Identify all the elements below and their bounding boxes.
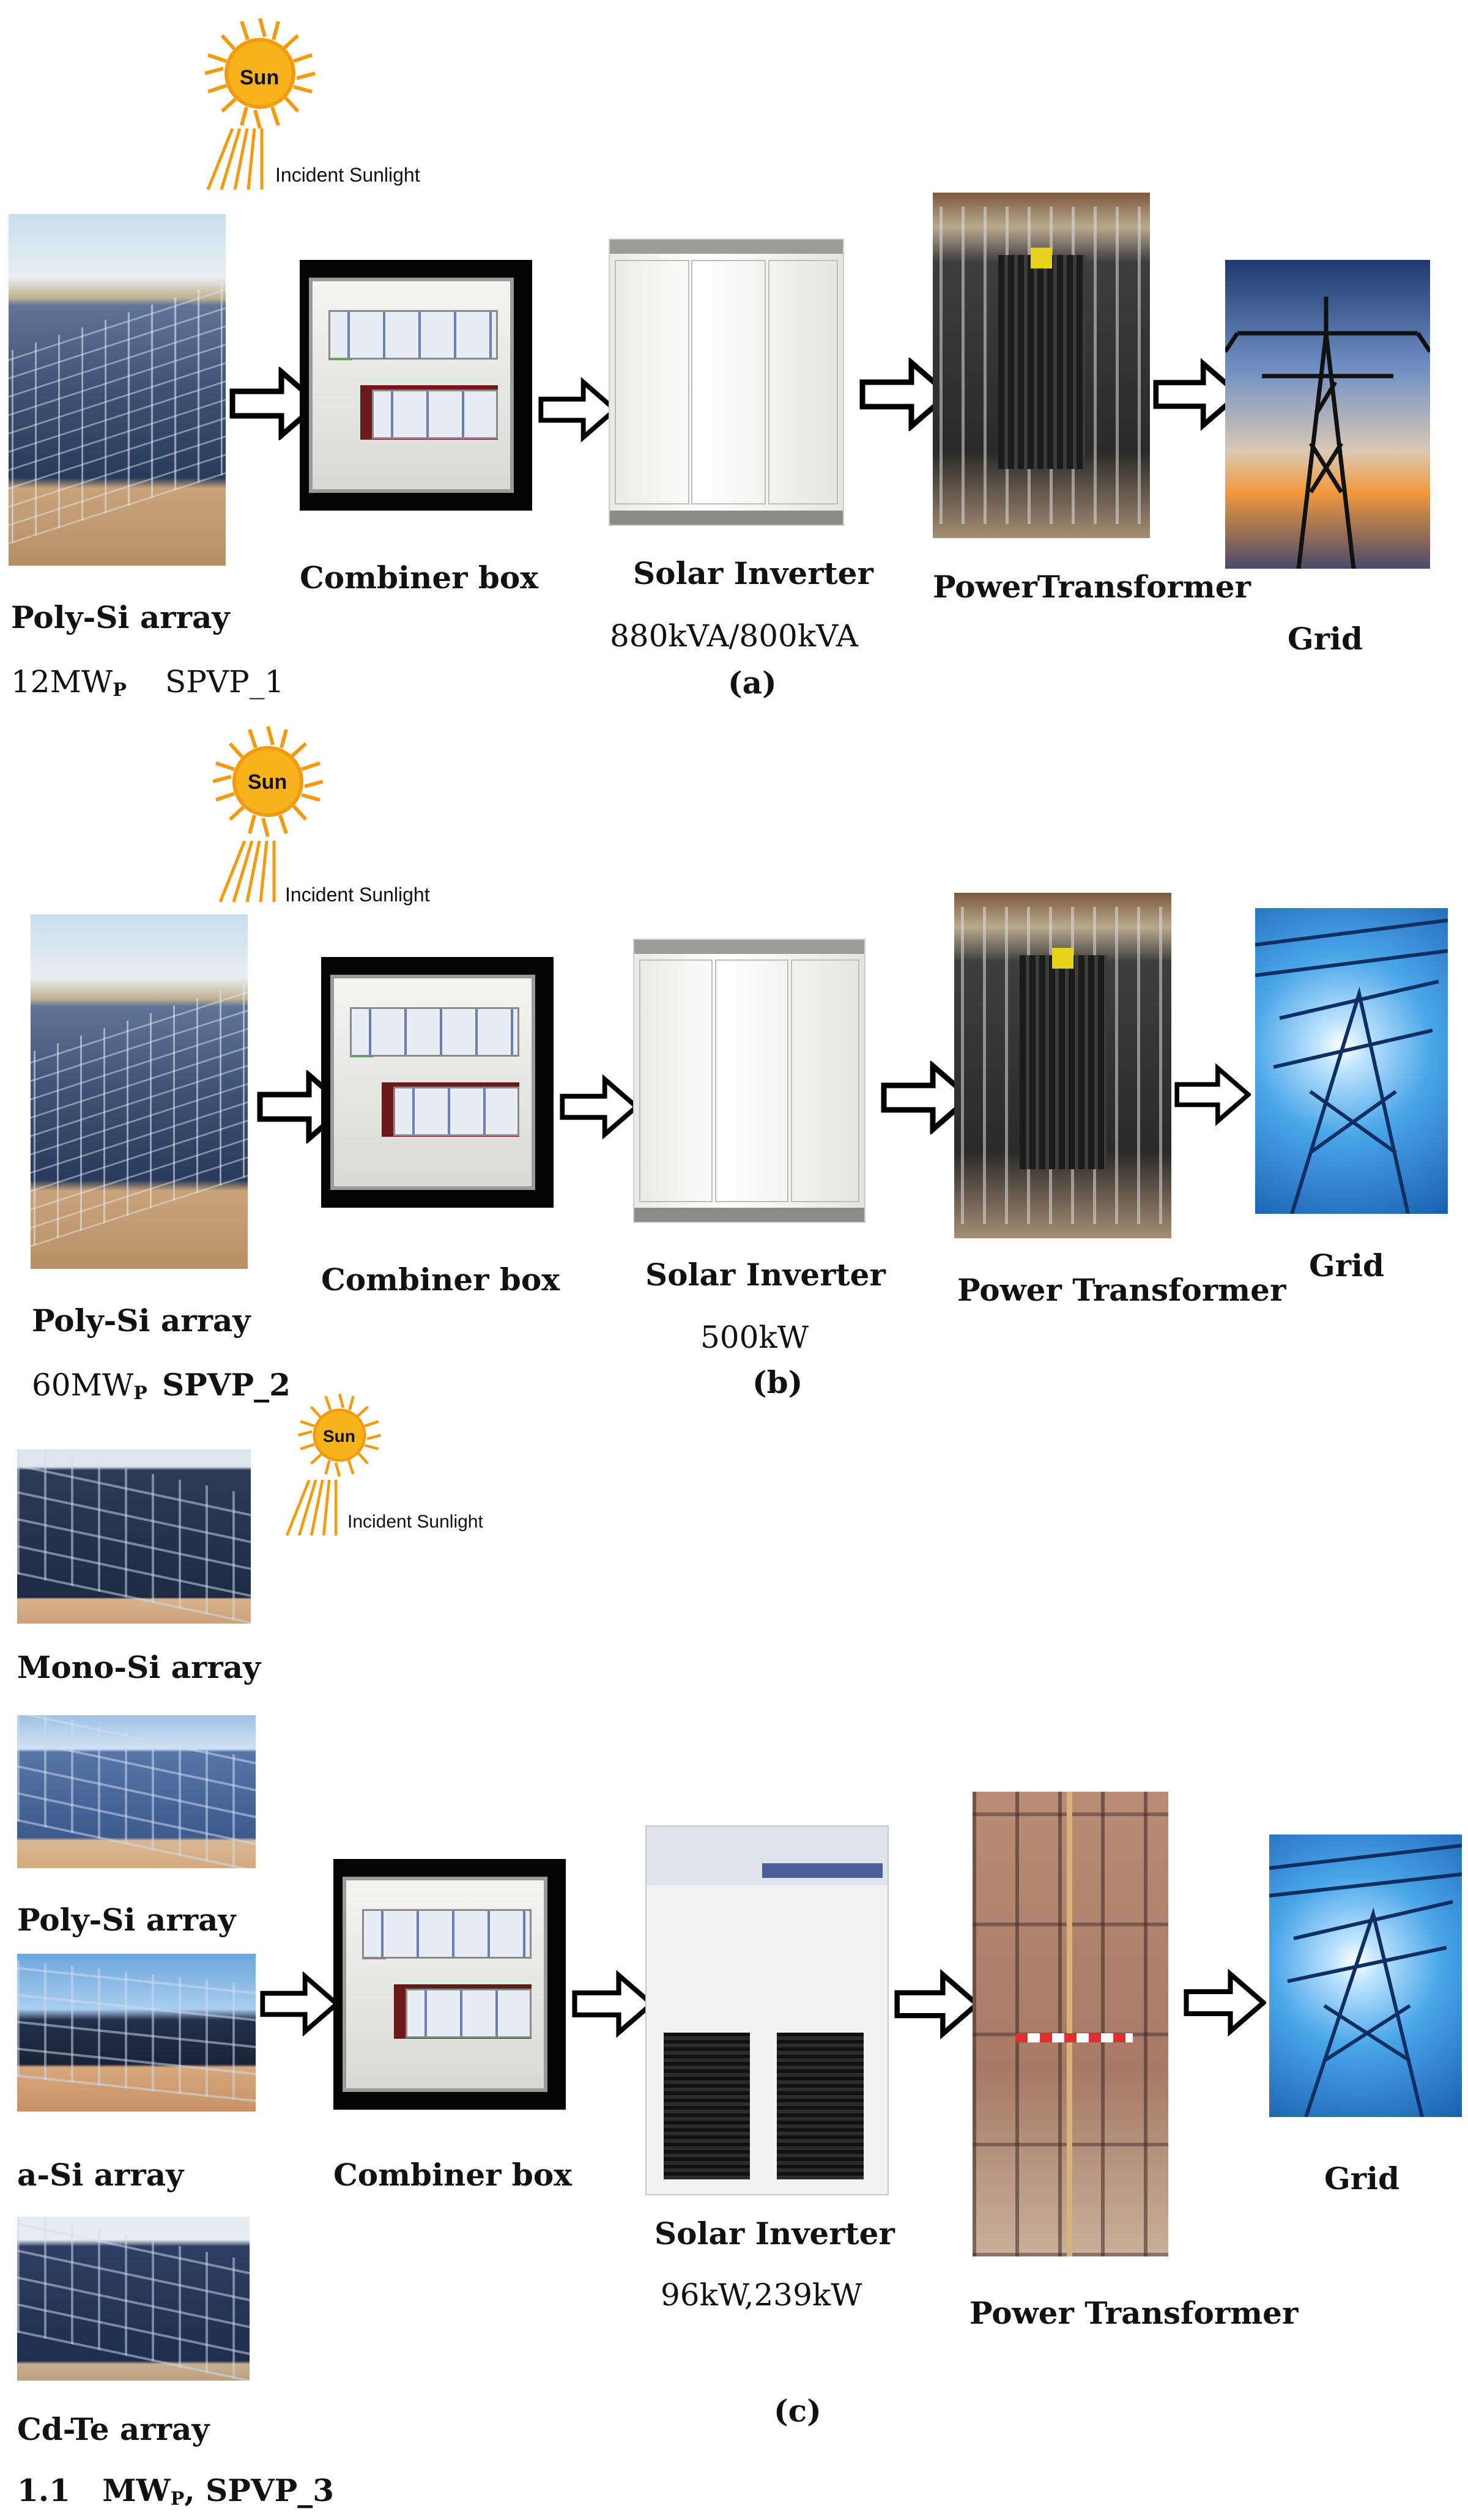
cd-te-array-photo bbox=[17, 2217, 250, 2381]
arrow-icon bbox=[260, 1970, 339, 2038]
poly-si-array-photo bbox=[31, 914, 248, 1269]
capacity-value: 12MW bbox=[11, 664, 113, 700]
array-label: Poly-Si array bbox=[17, 1902, 236, 1938]
a-si-array-photo bbox=[17, 1954, 256, 2112]
combiner-box-photo bbox=[321, 957, 554, 1208]
arrow-icon bbox=[538, 376, 618, 443]
inverter-rating: 880kVA/800kVA bbox=[610, 618, 858, 654]
sun-label: Sun bbox=[248, 770, 287, 794]
array-capacity: 60MWP bbox=[32, 1370, 147, 1403]
combiner-box-photo bbox=[300, 260, 532, 511]
grid-label: Grid bbox=[1288, 621, 1363, 657]
array-label: a-Si array bbox=[17, 2157, 184, 2193]
pylon-icon bbox=[1255, 918, 1448, 1214]
sunlight-rays-icon bbox=[206, 128, 264, 190]
grid-label: Grid bbox=[1309, 1247, 1384, 1284]
sunlight-rays-icon bbox=[285, 1480, 338, 1536]
caption-a: (a) bbox=[728, 665, 777, 701]
array-capacity: 1.1 MWP, SPVP_3 bbox=[17, 2475, 334, 2508]
transformer-label: Power Transformer bbox=[969, 2295, 1299, 2331]
combiner-box-photo bbox=[333, 1859, 566, 2110]
incident-sunlight-label: Incident Sunlight bbox=[285, 884, 430, 906]
array-capacity: 12MWP bbox=[11, 667, 127, 700]
sun-label: Sun bbox=[240, 66, 280, 89]
sun-label: Sun bbox=[323, 1427, 355, 1446]
grid-pylon-photo bbox=[1255, 908, 1448, 1214]
solar-inverter-photo bbox=[645, 1825, 889, 2195]
arrow-icon bbox=[560, 1073, 639, 1140]
inverter-label: Solar Inverter bbox=[633, 555, 873, 591]
pylon-icon bbox=[1269, 1844, 1462, 2117]
array-label: Cd-Te array bbox=[17, 2411, 210, 2447]
capacity-subscript: P bbox=[133, 1383, 147, 1404]
inverter-rating: 96kW,239kW bbox=[661, 2277, 862, 2313]
grid-pylon-photo bbox=[1225, 260, 1430, 569]
sunlight-rays-icon bbox=[218, 841, 276, 903]
arrow-icon bbox=[572, 1970, 654, 2038]
capacity-prefix: 1.1 bbox=[17, 2472, 70, 2508]
plant-label: SPVP_2 bbox=[162, 1367, 291, 1403]
incident-sunlight-label: Incident Sunlight bbox=[275, 164, 420, 186]
transformer-label: PowerTransformer bbox=[933, 569, 1251, 605]
combiner-label: Combiner box bbox=[333, 2157, 573, 2193]
inverter-rating: 500kW bbox=[700, 1320, 809, 1355]
solar-inverter-photo bbox=[633, 939, 866, 1223]
inverter-label: Solar Inverter bbox=[645, 1257, 886, 1293]
array-label: Poly-Si array bbox=[11, 599, 230, 635]
plant-label: , SPVP_3 bbox=[184, 2472, 334, 2508]
grid-pylon-photo bbox=[1269, 1835, 1462, 2117]
pylon-icon bbox=[1225, 297, 1430, 569]
caption-b: (b) bbox=[752, 1364, 803, 1400]
capacity-value: 60MW bbox=[32, 1367, 134, 1403]
inverter-label: Solar Inverter bbox=[654, 2215, 895, 2252]
array-label: Mono-Si array bbox=[17, 1649, 261, 1685]
arrow-icon bbox=[894, 1969, 980, 2039]
array-label: Poly-Si array bbox=[32, 1302, 251, 1339]
arrow-icon bbox=[1174, 1061, 1251, 1128]
power-transformer-photo bbox=[973, 1792, 1168, 2256]
capacity-subscript: P bbox=[170, 2488, 185, 2510]
arrow-icon bbox=[1184, 1969, 1266, 2036]
power-transformer-photo bbox=[933, 193, 1150, 538]
combiner-label: Combiner box bbox=[321, 1262, 560, 1298]
plant-label: SPVP_1 bbox=[165, 664, 284, 700]
poly-si-array-photo bbox=[9, 214, 226, 566]
power-transformer-photo bbox=[954, 893, 1171, 1238]
solar-inverter-photo bbox=[609, 238, 844, 526]
capacity-subscript: P bbox=[113, 679, 127, 701]
transformer-label: Power Transformer bbox=[957, 1272, 1286, 1308]
combiner-label: Combiner box bbox=[300, 560, 539, 596]
incident-sunlight-label: Incident Sunlight bbox=[347, 1512, 483, 1532]
capacity-unit: MW bbox=[102, 2472, 171, 2508]
caption-c: (c) bbox=[774, 2393, 821, 2429]
poly-si-array-photo bbox=[17, 1715, 256, 1868]
grid-label: Grid bbox=[1324, 2160, 1399, 2197]
mono-si-array-photo bbox=[17, 1449, 251, 1624]
